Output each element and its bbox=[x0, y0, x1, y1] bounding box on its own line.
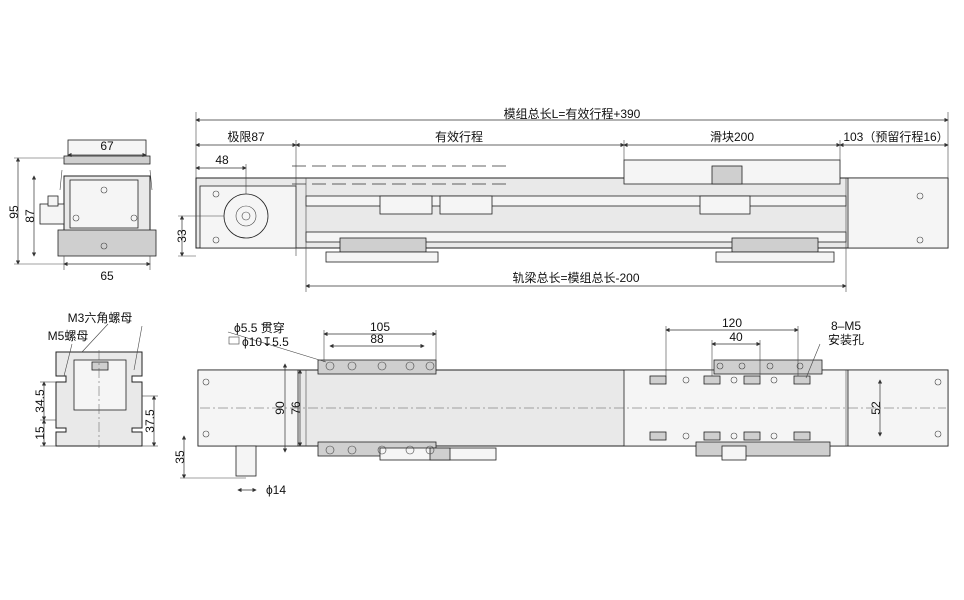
dim-15: 15 bbox=[33, 426, 47, 440]
m5-holes-label: 8–M5 bbox=[831, 319, 861, 333]
labels: 模组总长L=有效行程+390 极限87 有效行程 滑块200 103（预留行程1… bbox=[7, 106, 949, 497]
dim-120: 120 bbox=[722, 316, 742, 330]
hole-spec-through: ϕ5.5 贯穿 bbox=[234, 320, 285, 335]
end-view-top-dims bbox=[14, 152, 151, 270]
hole-spec-counterbore: ϕ10↧5.5 bbox=[242, 335, 289, 349]
dim-88: 88 bbox=[370, 332, 384, 346]
dim-105: 105 bbox=[370, 320, 390, 334]
dim-34-5: 34.5 bbox=[33, 389, 47, 413]
dim-35: 35 bbox=[173, 450, 187, 464]
side-view-top bbox=[195, 159, 949, 263]
m3-nut-label: M3六角螺母 bbox=[68, 311, 133, 325]
side-view-top-dims bbox=[178, 112, 949, 292]
plan-view bbox=[197, 359, 949, 477]
plan-view-dims bbox=[180, 326, 883, 493]
slider-label: 滑块200 bbox=[710, 130, 754, 144]
mounting-holes bbox=[325, 361, 811, 455]
dim-67: 67 bbox=[100, 139, 114, 153]
dim-90: 90 bbox=[273, 401, 287, 415]
cross-section bbox=[55, 323, 143, 448]
dim-33: 33 bbox=[175, 229, 189, 243]
dim-48: 48 bbox=[215, 153, 229, 167]
dim-14: ϕ14 bbox=[266, 483, 286, 497]
end-view-top bbox=[39, 139, 157, 257]
dim-40: 40 bbox=[729, 330, 743, 344]
dim-87: 87 bbox=[23, 209, 37, 223]
dim-52: 52 bbox=[869, 401, 883, 415]
effective-stroke-label: 有效行程 bbox=[435, 129, 483, 144]
limit-label: 极限87 bbox=[227, 130, 265, 144]
reserved-label: 103（预留行程16） bbox=[843, 129, 948, 144]
m5-nut-label: M5螺母 bbox=[48, 329, 89, 343]
dim-65: 65 bbox=[100, 269, 114, 283]
dim-95: 95 bbox=[7, 205, 21, 219]
m5-holes-sublabel: 安装孔 bbox=[828, 332, 864, 347]
total-length-label: 模组总长L=有效行程+390 bbox=[504, 106, 641, 121]
cross-section-dims bbox=[40, 381, 158, 447]
beam-length-label: 轨梁总长=模组总长-200 bbox=[512, 270, 639, 285]
dim-76: 76 bbox=[289, 401, 303, 415]
dim-37-5: 37.5 bbox=[143, 409, 157, 433]
